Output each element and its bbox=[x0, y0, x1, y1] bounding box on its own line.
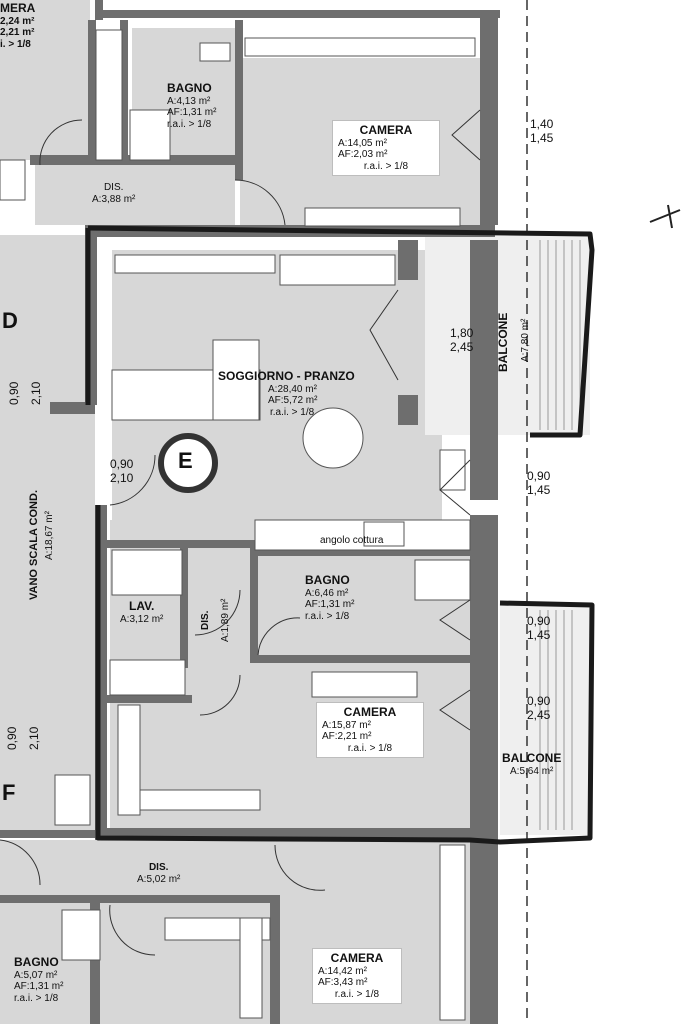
room-title: CAMERA bbox=[330, 951, 384, 965]
unit-f-label: F bbox=[2, 780, 16, 805]
room-af: AF:2,03 m² bbox=[338, 149, 388, 161]
room-af: AF:5,72 m² bbox=[268, 395, 318, 407]
room-dis-top: DIS. A:3,88 m² bbox=[92, 182, 135, 205]
north-arrow-icon bbox=[649, 204, 681, 229]
room-area: A:3,12 m² bbox=[120, 613, 164, 625]
dim-width: 1,80 bbox=[450, 326, 474, 340]
room-af: 2,21 m² bbox=[0, 27, 35, 39]
room-title: SOGGIORNO - PRANZO bbox=[218, 369, 355, 383]
dim-door-d-h: 2,10 bbox=[29, 381, 43, 405]
dim-height: 1,45 bbox=[527, 627, 551, 642]
dim-window-bagno-mid: 0,90 1,45 bbox=[527, 614, 551, 643]
room-title: BAGNO bbox=[14, 955, 59, 969]
wardrobes bbox=[0, 29, 476, 1021]
room-rai: i. > 1/8 bbox=[0, 38, 31, 50]
room-area: A:4,13 m² bbox=[167, 95, 211, 107]
balconies bbox=[425, 235, 590, 835]
room-rai: r.a.i. > 1/8 bbox=[270, 406, 315, 418]
room-area: 2,24 m² bbox=[0, 15, 35, 27]
room-title: BALCONE bbox=[502, 751, 562, 765]
room-bagno-mid: BAGNO A:6,46 m² AF:1,31 m² r.a.i. > 1/8 bbox=[305, 573, 355, 622]
room-area: A:6,46 m² bbox=[305, 587, 349, 599]
room-af: AF:1,31 m² bbox=[305, 599, 355, 611]
room-dis-mid-title: DIS. bbox=[200, 610, 211, 630]
furniture bbox=[54, 42, 471, 961]
dim-width: 0,90 bbox=[527, 694, 551, 708]
dim-door-entrance: 0,90 2,10 bbox=[110, 457, 134, 486]
room-title: MERA bbox=[0, 1, 36, 15]
room-bagno-top: BAGNO A:4,13 m² AF:1,31 m² r.a.i. > 1/8 bbox=[167, 81, 217, 130]
room-vano-scala-area: A:18,67 m² bbox=[44, 511, 55, 560]
apartment-outline bbox=[85, 225, 595, 845]
room-af: AF:1,31 m² bbox=[167, 107, 217, 119]
dim-window-camera-mid: 0,90 2,45 bbox=[527, 694, 551, 723]
dim-height: 2,45 bbox=[527, 707, 551, 722]
room-camera-bottom: CAMERA A:14,42 m² AF:3,43 m² r.a.i. > 1/… bbox=[312, 948, 402, 1005]
unit-e-badge bbox=[158, 433, 218, 493]
dim-window-kitchen: 0,90 1,45 bbox=[527, 469, 551, 498]
room-balcone-top-area: A:7,80 m² bbox=[520, 318, 531, 362]
room-balcone-bottom: BALCONE A:5,64 m² bbox=[502, 751, 562, 777]
room-rai: r.a.i. > 1/8 bbox=[167, 118, 212, 130]
room-area: A:28,40 m² bbox=[268, 383, 317, 395]
room-rai: r.a.i. > 1/8 bbox=[334, 988, 380, 1000]
dim-window-camera-top: 1,40 1,45 bbox=[530, 117, 554, 146]
room-title: DIS. bbox=[148, 862, 169, 873]
room-balcone-top-title: BALCONE bbox=[496, 312, 510, 372]
dim-height: 2,45 bbox=[450, 339, 474, 354]
dim-window-balcone-top: 1,80 2,45 bbox=[450, 326, 474, 355]
room-area: A:5,07 m² bbox=[14, 969, 58, 981]
room-camera-top: CAMERA A:14,05 m² AF:2,03 m² r.a.i. > 1/… bbox=[332, 120, 440, 177]
dim-width: 1,40 bbox=[530, 117, 554, 131]
room-dis-mid-area: A:1,89 m² bbox=[220, 598, 231, 642]
room-af: AF:1,31 m² bbox=[14, 981, 64, 993]
dim-height: 1,45 bbox=[530, 130, 554, 145]
room-camera-top-left: MERA 2,24 m² 2,21 m² i. > 1/8 bbox=[0, 1, 52, 50]
unit-d-label: D bbox=[2, 308, 18, 333]
room-camera-mid: CAMERA A:15,87 m² AF:2,21 m² r.a.i. > 1/… bbox=[316, 702, 424, 759]
room-area: A:3,88 m² bbox=[92, 193, 136, 205]
room-area: A:5,64 m² bbox=[510, 765, 554, 777]
room-title: CAMERA bbox=[343, 705, 397, 719]
room-title: BAGNO bbox=[305, 573, 350, 587]
room-area: A:14,42 m² bbox=[318, 965, 367, 977]
room-rai: r.a.i. > 1/8 bbox=[363, 160, 409, 172]
room-rai: r.a.i. > 1/8 bbox=[14, 992, 59, 1004]
doors bbox=[0, 109, 481, 956]
room-title: BAGNO bbox=[167, 81, 212, 95]
room-soggiorno: SOGGIORNO - PRANZO A:28,40 m² AF:5,72 m²… bbox=[218, 369, 355, 418]
dim-door-f-h: 2,10 bbox=[27, 726, 41, 750]
room-bagno-bottom: BAGNO A:5,07 m² AF:1,31 m² r.a.i. > 1/8 bbox=[14, 955, 64, 1004]
room-title: LAV. bbox=[129, 599, 155, 613]
dim-height: 2,10 bbox=[110, 470, 134, 485]
room-lav: LAV. A:3,12 m² bbox=[120, 599, 164, 625]
dim-height: 1,45 bbox=[527, 482, 551, 497]
room-area: A:14,05 m² bbox=[338, 137, 387, 149]
room-vano-scala-title: VANO SCALA COND. bbox=[28, 490, 40, 600]
room-dis-bottom: DIS. A:5,02 m² bbox=[137, 862, 180, 885]
room-area: A:15,87 m² bbox=[322, 719, 371, 731]
room-area: A:5,02 m² bbox=[137, 873, 181, 885]
dim-door-d-w: 0,90 bbox=[7, 381, 21, 405]
dim-width: 0,90 bbox=[527, 614, 551, 628]
dim-width: 0,90 bbox=[527, 469, 551, 483]
room-af: AF:3,43 m² bbox=[318, 977, 368, 989]
room-af: AF:2,21 m² bbox=[322, 731, 372, 743]
unit-e-label: E bbox=[178, 448, 193, 473]
dim-door-f-w: 0,90 bbox=[5, 726, 19, 750]
dim-width: 0,90 bbox=[110, 457, 134, 471]
label-angolo-cottura: angolo cottura bbox=[320, 535, 384, 546]
room-title: DIS. bbox=[103, 182, 124, 193]
room-rai: r.a.i. > 1/8 bbox=[305, 610, 350, 622]
room-title: CAMERA bbox=[359, 123, 413, 137]
room-rai: r.a.i. > 1/8 bbox=[347, 742, 393, 754]
